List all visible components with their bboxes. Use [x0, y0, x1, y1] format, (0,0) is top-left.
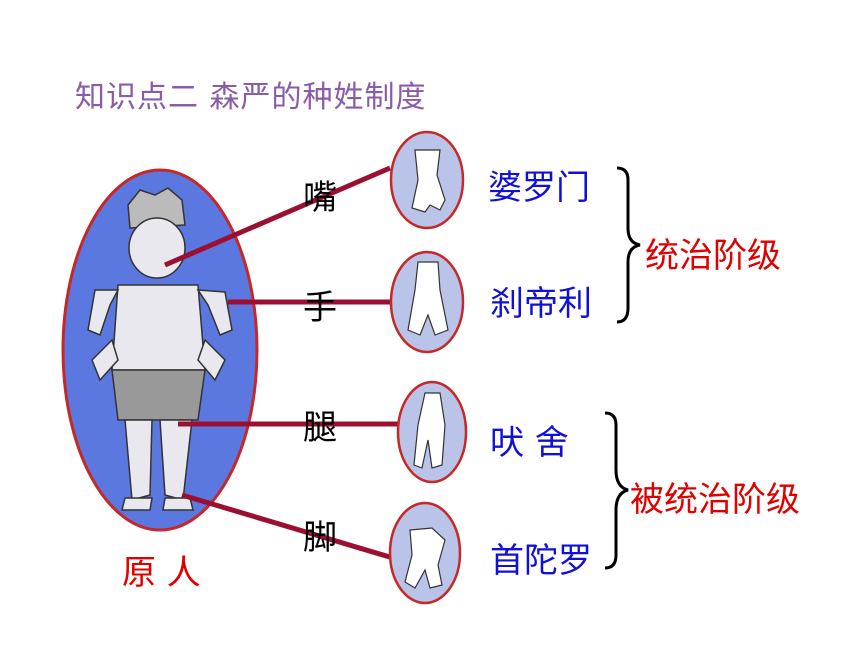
origin-label: 原 人 [122, 553, 201, 593]
page-title: 知识点二 森严的种姓制度 [75, 80, 427, 115]
medallion-shudra [388, 501, 462, 605]
medallion-brahmin [389, 130, 465, 230]
line-foot [181, 492, 394, 561]
body-part-hand: 手 [303, 288, 337, 328]
caste-vaishya: 吠 舍 [490, 423, 569, 463]
class-ruled: 被统治阶级 [630, 480, 800, 520]
class-ruling: 统治阶级 [645, 236, 781, 276]
caste-shudra: 首陀罗 [490, 541, 592, 581]
body-part-mouth: 嘴 [303, 178, 337, 218]
body-part-foot: 脚 [303, 518, 337, 558]
brace-ruled [604, 411, 629, 570]
medallion-vaishya [396, 380, 468, 484]
caste-brahmin: 婆罗门 [488, 168, 590, 208]
brace-ruling [616, 166, 641, 324]
body-part-leg: 腿 [303, 408, 337, 448]
medallion-kshatriya [389, 250, 465, 354]
caste-kshatriya: 刹帝利 [490, 284, 592, 324]
line-mouth [164, 165, 391, 268]
